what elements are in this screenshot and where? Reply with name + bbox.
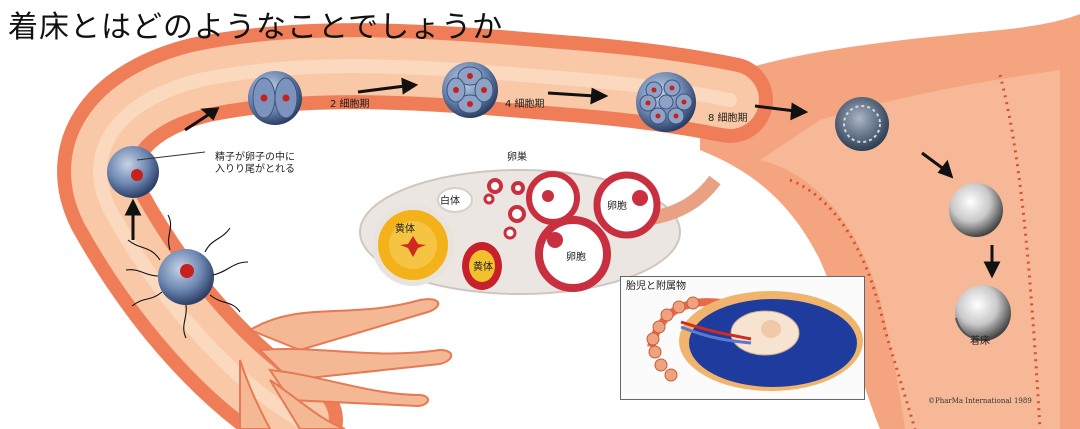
- eight-cell-label: 8 細胞期: [708, 113, 748, 124]
- eight-cell-stage: [636, 72, 696, 132]
- blastocyst: [949, 183, 1003, 237]
- corpus-luteum-small-label: 黄体: [473, 262, 493, 273]
- follicle-label-2: 卵胞: [566, 252, 586, 263]
- inset-title: 胎児と附属物: [626, 281, 686, 292]
- sperm-penetration: [125, 214, 249, 339]
- embryo-icon: [646, 291, 863, 391]
- four-cell-stage: [442, 62, 498, 118]
- implantation-label: 着床: [970, 336, 990, 347]
- fetus-inset: [620, 276, 865, 400]
- morula: [835, 97, 889, 151]
- two-cell-label: 2 細胞期: [330, 99, 370, 110]
- page-title: 着床とはどのようなことでしょうか: [8, 10, 504, 45]
- implanting-blastocyst: [955, 285, 1011, 342]
- corpus-luteum-label: 黄体: [395, 224, 415, 235]
- corpus-luteum-small: [462, 242, 502, 290]
- zygote-cell: [107, 146, 159, 198]
- two-cell-stage: [248, 71, 302, 125]
- arrow-icon: [124, 77, 1001, 279]
- corpus-albicans: [437, 187, 473, 213]
- ovary-label: 卵巣: [507, 152, 527, 163]
- corpus-luteum: [372, 204, 454, 286]
- fimbriae: [239, 298, 453, 429]
- follicles: [483, 171, 661, 292]
- corpus-albicans-label: 白体: [440, 196, 460, 207]
- four-cell-label: 4 細胞期: [505, 99, 545, 110]
- sperm-entry-label: 精子が卵子の中に 入りり尾がとれる: [215, 152, 295, 176]
- sperm-entry-line-2: 入りり尾がとれる: [215, 164, 295, 175]
- sperm-entry-line-1: 精子が卵子の中に: [215, 152, 295, 163]
- copyright-notice: ©PharMa International 1989: [928, 397, 1032, 405]
- follicle-label-1: 卵胞: [607, 201, 627, 212]
